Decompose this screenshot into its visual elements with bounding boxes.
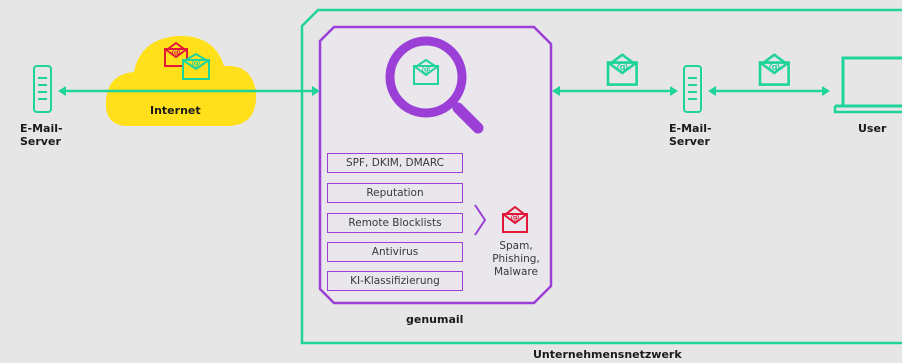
server-icon xyxy=(33,65,52,113)
svg-text:@: @ xyxy=(422,65,431,75)
genumail-label: genumail xyxy=(406,313,464,326)
svg-text:@: @ xyxy=(172,48,181,58)
check-antivirus: Antivirus xyxy=(327,242,463,262)
user-label: User xyxy=(858,122,887,135)
threats-label: Spam, Phishing, Malware xyxy=(492,240,540,278)
connection-lines xyxy=(58,86,830,96)
email-icon xyxy=(606,53,638,86)
magnifier-email-icon: @ xyxy=(385,36,484,134)
network-label: Unternehmensnetzwerk xyxy=(533,348,682,361)
email-icon xyxy=(758,53,790,86)
check-spf-dkim-dmarc: SPF, DKIM, DMARC xyxy=(327,153,463,173)
svg-text:@: @ xyxy=(192,59,201,69)
internet-label: Internet xyxy=(150,104,201,117)
check-remote-blocklists: Remote Blocklists xyxy=(327,213,463,233)
red-email-icon: @ xyxy=(502,205,528,233)
check-reputation: Reputation xyxy=(327,183,463,203)
server-icon xyxy=(683,65,702,113)
cloud-icon xyxy=(105,35,257,126)
cloud-email-icons: @ @ xyxy=(164,41,210,80)
chevron-right-icon xyxy=(474,204,487,236)
laptop-icon xyxy=(833,56,902,114)
svg-text:@: @ xyxy=(511,213,520,223)
left-server-label: E-Mail- Server xyxy=(20,122,63,148)
network-border xyxy=(300,8,902,345)
right-server-label: E-Mail- Server xyxy=(669,122,712,148)
check-ki-klassifizierung: KI-Klassifizierung xyxy=(327,271,463,291)
